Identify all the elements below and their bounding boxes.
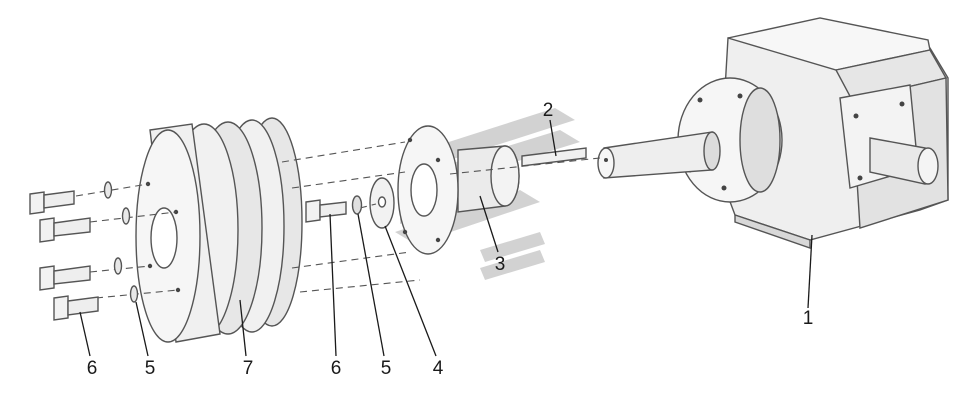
v-belt-pulley [135, 117, 303, 343]
callout-part-4: 4 [433, 358, 444, 379]
center-bolt [305, 199, 347, 223]
lock-washer [113, 257, 123, 275]
callout-part-5-left: 5 [145, 358, 156, 379]
callout-part-7: 7 [243, 358, 254, 379]
bolt [39, 217, 91, 243]
pulley-hub [397, 125, 520, 255]
callout-part-2: 2 [543, 100, 554, 121]
gearbox-housing [677, 17, 949, 249]
callout-part-6-center: 6 [331, 358, 342, 379]
flat-washer [369, 177, 395, 229]
bolt-set-left [29, 190, 99, 321]
bolt [53, 295, 99, 321]
bolt [39, 265, 91, 291]
lock-washer [121, 207, 131, 225]
callout-labels: 1 2 3 4 5 6 7 6 5 [87, 100, 814, 379]
bolt [29, 190, 75, 215]
center-lock-washer [351, 195, 363, 215]
leader-lines [79, 119, 813, 357]
callout-part-3: 3 [495, 254, 506, 275]
callout-part-1: 1 [803, 308, 814, 329]
shaft-key [521, 147, 587, 167]
lock-washer [129, 285, 139, 303]
lock-washer-set-left [103, 181, 139, 303]
callout-part-6-left: 6 [87, 358, 98, 379]
callout-part-5-center: 5 [381, 358, 392, 379]
lock-washer [103, 181, 113, 199]
gearbox-input-shaft [597, 131, 721, 179]
